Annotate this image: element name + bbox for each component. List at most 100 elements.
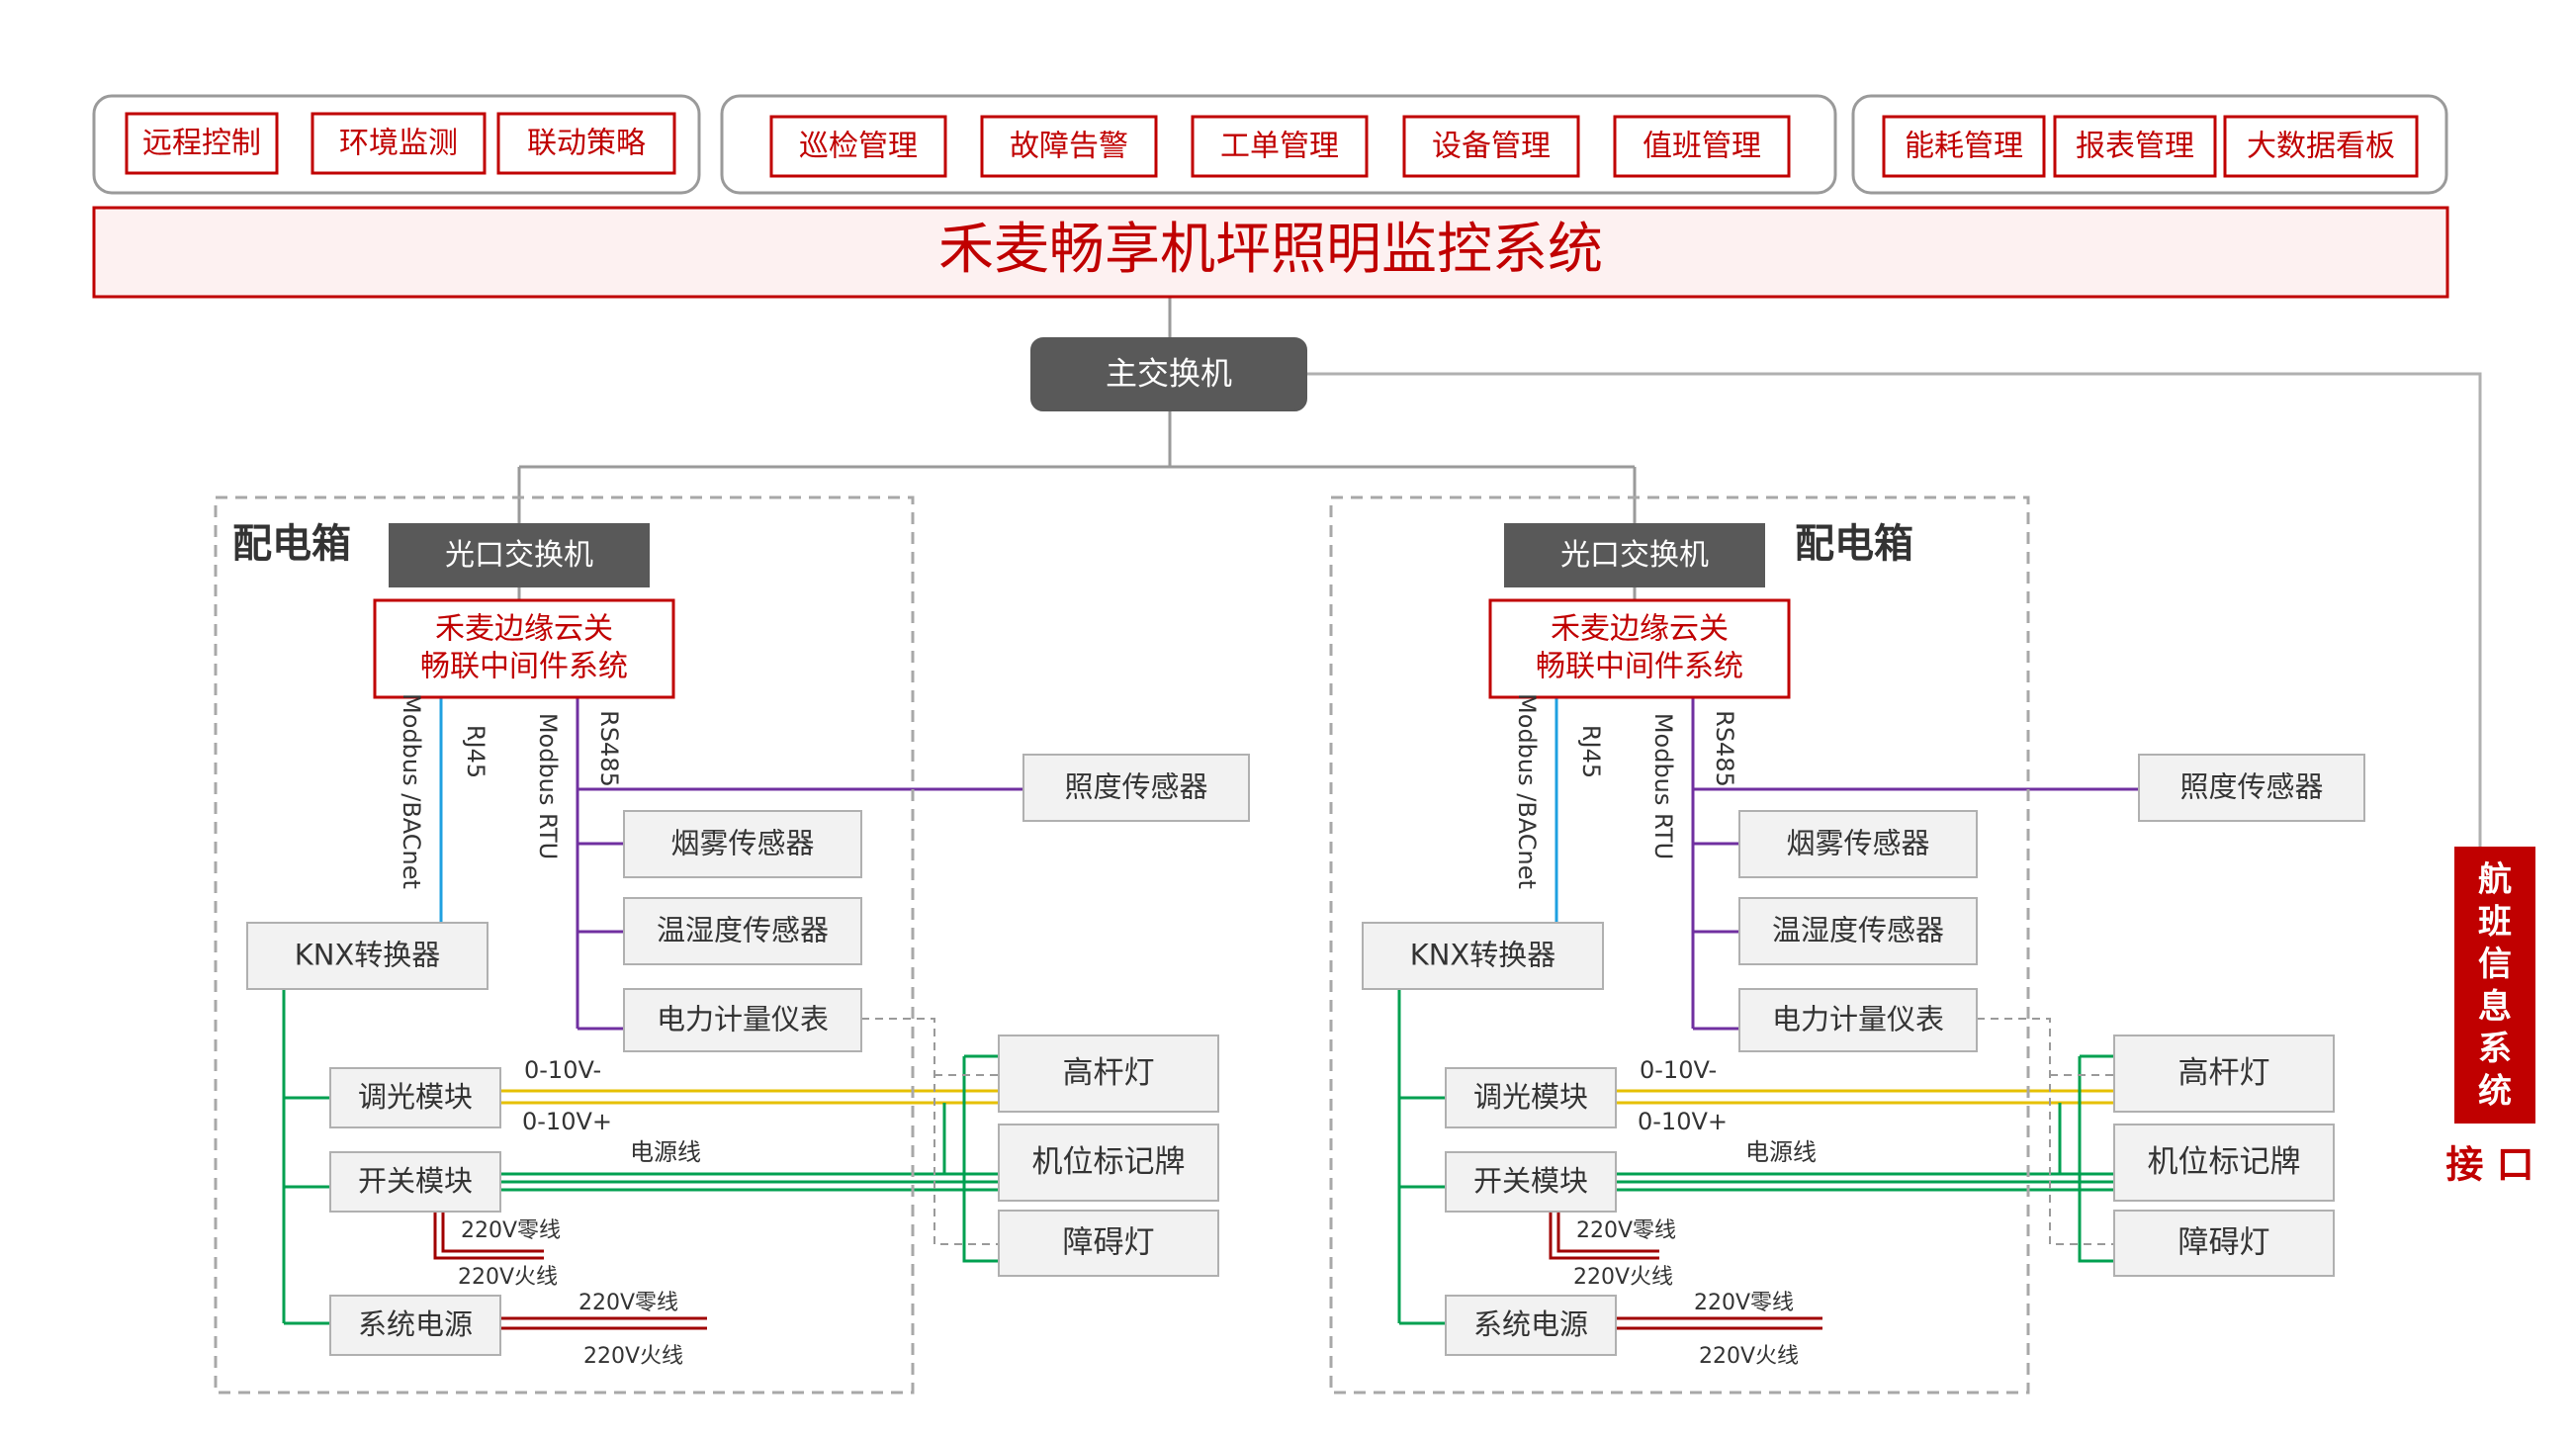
interface-label: 接 口 — [2445, 1143, 2533, 1187]
protocol-label-rs485: RS485 — [595, 710, 623, 787]
obstruction-light-box — [2113, 1210, 2335, 1277]
power-live-label: 220V火线 — [1699, 1344, 1799, 1369]
switch-live-label: 220V火线 — [1573, 1265, 1673, 1290]
switch-neutral-wire — [1549, 1212, 1659, 1260]
stand-marker-box-label: 机位标记牌 — [2148, 1144, 2301, 1180]
high-mast-light-box-label: 高杆灯 — [1063, 1055, 1155, 1091]
edge-gateway-label-2: 畅联中间件系统 — [420, 650, 628, 684]
flight-info-box — [2454, 847, 2535, 1124]
protocol-label-modbus-rtu: Modbus RTU — [534, 713, 562, 859]
power-neutral-label: 220V零线 — [1694, 1291, 1794, 1315]
diagram-nodes — [92, 94, 2535, 1395]
system-power-box — [329, 1295, 501, 1356]
illuminance-sensor-box-label: 照度传感器 — [2179, 770, 2323, 804]
system-power-box-label: 系统电源 — [358, 1307, 473, 1341]
power-meter-box-label: 电力计量仪表 — [1772, 1003, 1944, 1036]
protocol-label-rs485: RS485 — [1711, 710, 1738, 787]
meter-signal-line — [861, 1018, 999, 1245]
module-box — [311, 112, 487, 175]
obstruction-light-box-label: 障碍灯 — [2178, 1225, 2270, 1261]
smoke-sensor-box — [623, 810, 862, 878]
power-neutral-label: 220V零线 — [578, 1291, 678, 1315]
module-box — [1882, 115, 2046, 178]
humidity-sensor-box-label: 温湿度传感器 — [1772, 914, 1944, 947]
dimming-module-box-label: 调光模块 — [358, 1080, 473, 1114]
edge-gateway-label-2: 畅联中间件系统 — [1536, 650, 1743, 684]
module-box-label: 值班管理 — [1643, 130, 1761, 164]
system-power-box — [1445, 1295, 1617, 1356]
flight-info-char: 息 — [2478, 987, 2512, 1027]
module-box-label: 环境监测 — [339, 127, 458, 161]
power-live-label: 220V火线 — [583, 1344, 683, 1369]
dimming-module-box-label: 调光模块 — [1473, 1080, 1588, 1114]
main-switch-box-label: 主交换机 — [1106, 355, 1232, 393]
module-box — [2053, 115, 2217, 178]
module-box-label: 巡检管理 — [799, 130, 918, 164]
module-box — [1613, 115, 1791, 178]
distribution-cabinet-outline — [214, 495, 915, 1395]
module-box — [496, 112, 676, 175]
connection-lines — [282, 297, 2482, 1330]
flight-info-char: 系 — [2478, 1030, 2512, 1069]
switch-module-box-label: 开关模块 — [1473, 1164, 1588, 1198]
switch-live-label: 220V火线 — [458, 1265, 558, 1290]
dimming-module-box — [329, 1067, 501, 1128]
dim-plus-label: 0-10V+ — [522, 1108, 612, 1135]
edge-gateway-box — [1488, 598, 1791, 699]
module-box-label: 大数据看板 — [2247, 130, 2395, 164]
module-box — [769, 115, 947, 178]
switch-module-box — [329, 1151, 501, 1213]
optical-switch-box — [1504, 523, 1765, 587]
module-box — [980, 115, 1158, 178]
cabinet-label: 配电箱 — [1795, 521, 1913, 567]
obstruction-light-box-label: 障碍灯 — [1063, 1225, 1155, 1261]
module-box-label: 联动策略 — [527, 127, 646, 161]
power-wire-label: 电源线 — [630, 1138, 701, 1166]
optical-switch-box-label: 光口交换机 — [1560, 538, 1709, 573]
switch-module-box-label: 开关模块 — [358, 1164, 473, 1198]
smoke-sensor-box-label: 烟雾传感器 — [670, 827, 814, 860]
edge-gateway-label-1: 禾麦边缘云关 — [1551, 612, 1729, 647]
module-box-label: 工单管理 — [1220, 130, 1339, 164]
smoke-sensor-box — [1738, 810, 1978, 878]
dim-minus-label: 0-10V- — [524, 1056, 601, 1084]
illuminance-sensor-box-label: 照度传感器 — [1064, 770, 1207, 804]
protocol-label-modbus-bacnet: Modbus /BACnet — [398, 693, 425, 889]
module-box-label: 报表管理 — [2076, 130, 2194, 164]
flight-info-char: 航 — [2478, 860, 2512, 900]
cabinet-label: 配电箱 — [232, 521, 351, 567]
flight-info-char: 班 — [2478, 902, 2512, 942]
knx-converter-box — [1362, 922, 1604, 990]
edge-gateway-label-1: 禾麦边缘云关 — [435, 612, 613, 647]
flight-info-char: 信 — [2478, 945, 2512, 984]
protocol-label-rj45: RJ45 — [1577, 725, 1605, 778]
distribution-cabinet-outline — [1329, 495, 2030, 1395]
main-switch-box — [1030, 337, 1307, 411]
module-box-label: 设备管理 — [1432, 130, 1551, 164]
humidity-sensor-box — [623, 897, 862, 965]
module-box-label: 能耗管理 — [1905, 130, 2023, 164]
dim-plus-label: 0-10V+ — [1638, 1108, 1728, 1135]
system-title-banner-label: 禾麦畅享机坪照明监控系统 — [938, 218, 1603, 282]
protocol-label-modbus-bacnet: Modbus /BACnet — [1513, 693, 1541, 889]
switch-neutral-wire-2 — [441, 1212, 544, 1253]
illuminance-sensor-box — [1022, 754, 1250, 822]
high-mast-light-box — [998, 1035, 1219, 1113]
optical-switch-box-label: 光口交换机 — [445, 538, 593, 573]
humidity-sensor-box-label: 温湿度传感器 — [657, 914, 829, 947]
system-power-box-label: 系统电源 — [1473, 1307, 1588, 1341]
module-box — [125, 112, 279, 175]
stand-marker-box-label: 机位标记牌 — [1032, 1144, 1186, 1180]
module-box-label: 故障告警 — [1010, 130, 1128, 164]
optical-switch-box — [389, 523, 650, 587]
high-mast-light-box-label: 高杆灯 — [2178, 1055, 2270, 1091]
switch-neutral-label: 220V零线 — [1576, 1218, 1676, 1243]
obstruction-light-box — [998, 1210, 1219, 1277]
smoke-sensor-box-label: 烟雾传感器 — [1786, 827, 1929, 860]
power-wire-label: 电源线 — [1745, 1138, 1817, 1166]
dim-minus-label: 0-10V- — [1640, 1056, 1717, 1084]
knx-converter-box-label: KNX转换器 — [295, 939, 441, 972]
switch-neutral-wire — [433, 1212, 544, 1260]
power-meter-box — [1738, 988, 1978, 1052]
